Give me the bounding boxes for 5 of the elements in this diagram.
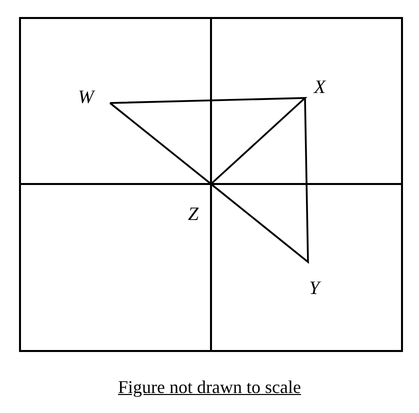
point-label: W xyxy=(78,88,94,107)
point-label: Z xyxy=(188,205,199,224)
point-label: Y xyxy=(309,279,320,298)
figure-caption: Figure not drawn to scale xyxy=(118,377,301,397)
point-label: X xyxy=(314,78,326,97)
